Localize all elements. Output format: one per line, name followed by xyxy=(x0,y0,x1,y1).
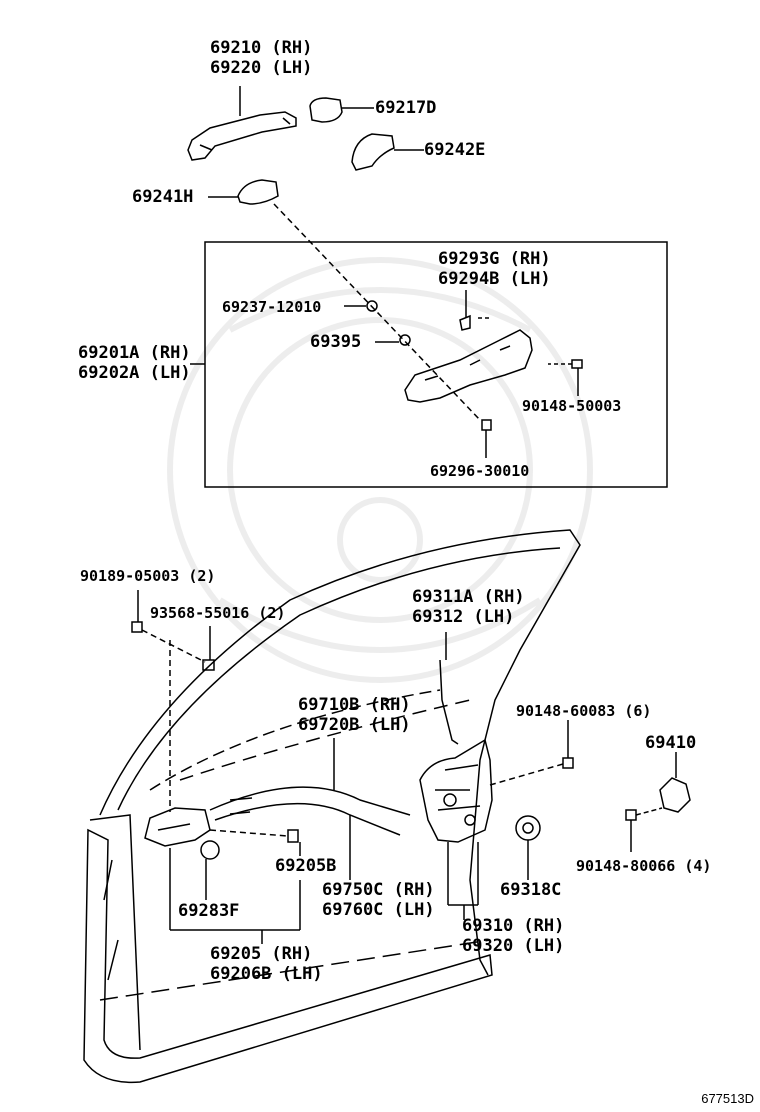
door-outline xyxy=(83,529,581,1084)
label-nut: 69237-12010 xyxy=(222,298,322,316)
bolt-b-shape xyxy=(481,419,492,431)
label-rod-rh: 69311A (RH) xyxy=(412,587,525,607)
label-cable2-lh: 69760C (LH) xyxy=(322,900,435,920)
lock-assembly-shape xyxy=(419,738,493,843)
spring-shape xyxy=(287,829,299,843)
label-screw-a: 90189-05003 (2) xyxy=(80,567,216,585)
label-cap: 69217D xyxy=(375,98,437,118)
label-lock-rh: 69310 (RH) xyxy=(462,916,565,936)
label-frame-rh: 69201A (RH) xyxy=(78,343,191,363)
label-handle-rh: 69210 (RH) xyxy=(210,38,313,58)
figure-id: 677513D xyxy=(701,1091,754,1106)
label-inner-lh: 69206B (LH) xyxy=(210,964,323,984)
screw-d-shape xyxy=(625,809,637,821)
label-cable-lh: 69720B (LH) xyxy=(298,715,411,735)
label-clip: 69395 xyxy=(310,332,362,352)
label-cable-rh: 69710B (RH) xyxy=(298,695,411,715)
dash-spring xyxy=(209,829,289,837)
clip-shape xyxy=(399,334,411,346)
label-spring: 69205B xyxy=(275,856,337,876)
label-grommet: 69318C xyxy=(500,880,562,900)
dash-screw-c xyxy=(489,763,564,786)
label-bolt-a: 90148-50003 xyxy=(522,397,622,415)
striker-shape xyxy=(659,777,691,813)
label-cover: 69283F xyxy=(178,901,240,921)
pad-e-shape xyxy=(351,133,395,171)
label-screw-d: 90148-80066 (4) xyxy=(576,857,712,875)
outside-handle-shape xyxy=(187,111,297,161)
cables-shape xyxy=(209,786,411,836)
label-cable2-rh: 69750C (RH) xyxy=(322,880,435,900)
label-retainer-rh: 69293G (RH) xyxy=(438,249,551,269)
cover-shape xyxy=(200,840,220,860)
label-pad-e: 69242E xyxy=(424,140,486,160)
screw-c-shape xyxy=(562,757,574,769)
label-handle-lh: 69220 (LH) xyxy=(210,58,313,78)
label-inner-rh: 69205 (RH) xyxy=(210,944,313,964)
grommet-hole xyxy=(522,822,534,834)
label-retainer-lh: 69294B (LH) xyxy=(438,269,551,289)
screw-a-shape xyxy=(131,621,143,633)
label-bolt-b: 69296-30010 xyxy=(430,462,530,480)
pad-h-shape xyxy=(237,179,279,205)
label-screw-b: 93568-55016 (2) xyxy=(150,604,286,622)
label-striker: 69410 xyxy=(645,733,697,753)
label-frame-lh: 69202A (LH) xyxy=(78,363,191,383)
dash-screw-a xyxy=(141,629,206,663)
nut-shape xyxy=(366,300,378,312)
label-rod-lh: 69312 (LH) xyxy=(412,607,515,627)
cap-shape xyxy=(309,97,343,123)
bolt-a-shape xyxy=(548,359,583,369)
dash-screw-d xyxy=(635,807,663,816)
watermark-emblem xyxy=(167,257,593,683)
label-screw-c: 90148-60083 (6) xyxy=(516,702,652,720)
inside-handle-shape xyxy=(144,807,211,847)
rod-shape xyxy=(439,659,459,745)
label-lock-lh: 69320 (LH) xyxy=(462,936,565,956)
label-pad-h: 69241H xyxy=(132,187,194,207)
screw-b-shape xyxy=(202,659,215,671)
grommet-shape xyxy=(515,815,541,841)
